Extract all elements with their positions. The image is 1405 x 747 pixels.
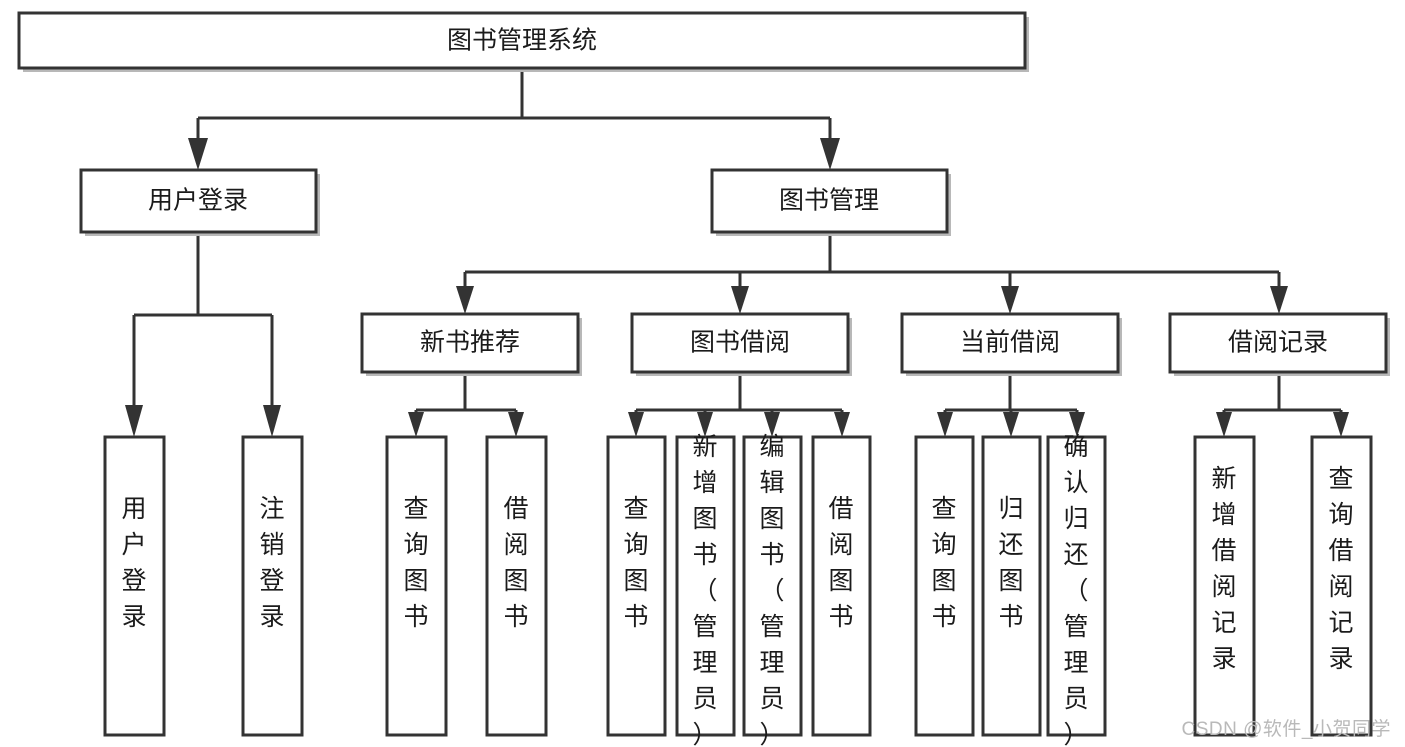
- leaf-query-book-3-box[interactable]: [914, 435, 975, 737]
- arrow-head-leaf-query-book-2: [628, 412, 644, 437]
- node-current-borrow-box[interactable]: [900, 312, 1120, 374]
- node-book-management-label: 图书管理: [779, 187, 879, 215]
- node-current-borrow-label: 当前借阅: [960, 329, 1060, 357]
- leaf-query-record[interactable]: 查询借阅记录: [1310, 435, 1373, 737]
- connector-group-root: [188, 68, 840, 170]
- leaf-confirm-return-label: 确认归还（管理员）: [1063, 433, 1088, 747]
- node-user-login-box[interactable]: [79, 168, 318, 234]
- leaf-edit-book[interactable]: 编辑图书（管理员）: [742, 433, 803, 747]
- arrow-head-leaf-add-record: [1216, 412, 1232, 437]
- arrow-head-leaf-return-book: [1003, 412, 1019, 437]
- connector-group-user-login: [125, 232, 281, 437]
- connector-group-borrow-record: [1216, 375, 1349, 437]
- leaf-add-record[interactable]: 新增借阅记录: [1193, 435, 1256, 737]
- leaf-user-logout-label: 注销登录: [259, 495, 284, 631]
- node-root-label: 图书管理系统: [447, 27, 597, 55]
- leaf-query-book-2-label: 查询图书: [623, 495, 648, 631]
- leaf-edit-book-box[interactable]: [742, 435, 803, 737]
- connector-group-current-borrow: [937, 375, 1085, 437]
- leaf-query-book-1-label: 查询图书: [403, 495, 428, 631]
- leaf-query-book-3-label: 查询图书: [931, 495, 956, 631]
- node-book-borrow-label: 图书借阅: [690, 329, 790, 357]
- node-new-book-recommend-label: 新书推荐: [420, 329, 520, 357]
- leaf-add-book-label: 新增图书（管理员）: [692, 433, 717, 747]
- leaf-user-login-label: 用户登录: [121, 495, 146, 631]
- leaf-borrow-book-2-box[interactable]: [811, 435, 872, 737]
- node-book-management[interactable]: 图书管理: [710, 168, 951, 236]
- leaf-borrow-book-1-box[interactable]: [485, 435, 548, 737]
- node-borrow-record-label: 借阅记录: [1228, 329, 1328, 357]
- leaf-query-record-box[interactable]: [1310, 435, 1373, 737]
- leaf-query-book-1-box[interactable]: [385, 435, 448, 737]
- node-book-borrow-box[interactable]: [630, 312, 850, 374]
- leaf-query-book-1[interactable]: 查询图书: [385, 435, 448, 737]
- leaf-add-book-box[interactable]: [675, 435, 736, 737]
- node-user-login-label: 用户登录: [148, 187, 248, 215]
- node-book-borrow[interactable]: 图书借阅: [630, 312, 852, 376]
- leaf-user-login-box[interactable]: [103, 435, 166, 737]
- node-user-login[interactable]: 用户登录: [79, 168, 320, 236]
- leaf-confirm-return-box[interactable]: [1046, 435, 1107, 737]
- arrow-head-leaf-borrow-book-2: [834, 412, 850, 437]
- arrow-head-leaf-confirm-return: [1069, 412, 1085, 437]
- connector-group-new-book-recommend: [408, 375, 524, 437]
- arrow-head-new-book-recommend: [456, 286, 474, 314]
- leaf-query-book-2-box[interactable]: [606, 435, 667, 737]
- arrow-head-leaf-user-login: [125, 405, 143, 437]
- leaf-user-logout-box[interactable]: [241, 435, 304, 737]
- node-current-borrow[interactable]: 当前借阅: [900, 312, 1122, 376]
- arrow-head-current-borrow: [1001, 286, 1019, 314]
- leaf-confirm-return[interactable]: 确认归还（管理员）: [1046, 433, 1107, 747]
- node-borrow-record[interactable]: 借阅记录: [1168, 312, 1390, 376]
- arrow-head-book-borrow: [731, 286, 749, 314]
- connector-group-book-management: [456, 232, 1288, 314]
- node-borrow-record-box[interactable]: [1168, 312, 1388, 374]
- leaf-borrow-book-2[interactable]: 借阅图书: [811, 435, 872, 737]
- leaf-query-book-3[interactable]: 查询图书: [914, 435, 975, 737]
- arrow-head-leaf-user-logout: [263, 405, 281, 437]
- leaf-add-book[interactable]: 新增图书（管理员）: [675, 433, 736, 747]
- connector-group-book-borrow: [628, 375, 850, 437]
- leaf-return-book-box[interactable]: [981, 435, 1042, 737]
- leaf-query-book-2[interactable]: 查询图书: [606, 435, 667, 737]
- arrow-head-leaf-borrow-book-1: [508, 412, 524, 437]
- arrow-head-leaf-query-book-1: [408, 412, 424, 437]
- leaf-return-book-label: 归还图书: [998, 495, 1023, 631]
- node-root-box[interactable]: [17, 11, 1027, 70]
- leaf-user-logout[interactable]: 注销登录: [241, 435, 304, 737]
- node-root[interactable]: 图书管理系统: [17, 11, 1029, 72]
- node-new-book-recommend[interactable]: 新书推荐: [360, 312, 582, 376]
- arrow-head-leaf-query-book-3: [937, 412, 953, 437]
- arrow-head-leaf-add-book: [697, 412, 713, 437]
- leaf-add-record-label: 新增借阅记录: [1211, 465, 1236, 673]
- leaf-borrow-book-1-label: 借阅图书: [503, 495, 528, 631]
- arrow-head-borrow-record: [1270, 286, 1288, 314]
- leaf-add-record-box[interactable]: [1193, 435, 1256, 737]
- node-new-book-recommend-box[interactable]: [360, 312, 580, 374]
- arrow-head-leaf-query-record: [1333, 412, 1349, 437]
- leaf-edit-book-label: 编辑图书（管理员）: [759, 433, 784, 747]
- leaf-return-book[interactable]: 归还图书: [981, 435, 1042, 737]
- leaf-borrow-book-1[interactable]: 借阅图书: [485, 435, 548, 737]
- arrow-head-leaf-edit-book: [764, 412, 780, 437]
- leaf-query-record-label: 查询借阅记录: [1328, 465, 1353, 673]
- arrow-head-book-management: [820, 138, 840, 170]
- leaf-borrow-book-2-label: 借阅图书: [828, 495, 853, 631]
- node-book-management-box[interactable]: [710, 168, 949, 234]
- leaf-user-login[interactable]: 用户登录: [103, 435, 166, 737]
- arrow-head-user-login: [188, 138, 208, 170]
